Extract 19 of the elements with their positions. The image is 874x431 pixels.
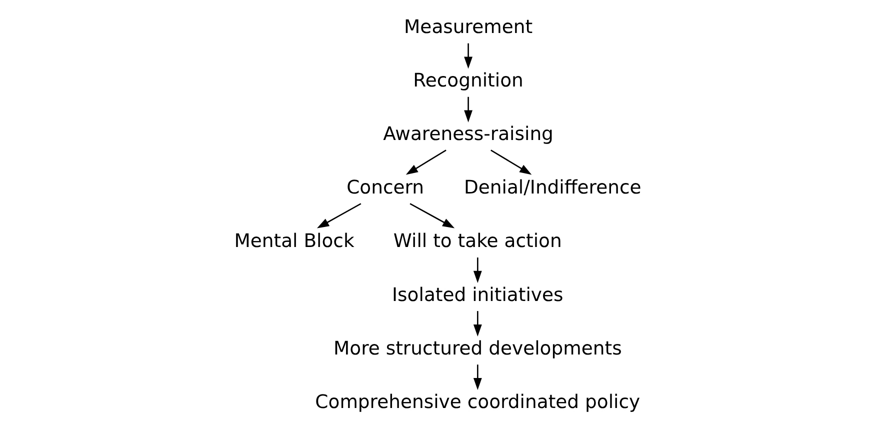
node-text: Concern [346, 178, 424, 199]
arrow [472, 258, 482, 283]
arrow [409, 203, 454, 228]
node-text: Recognition [412, 70, 523, 92]
arrow [472, 311, 482, 337]
node-text: Comprehensive coordinated policy [314, 392, 640, 413]
arrow [490, 150, 532, 175]
node-text: More structured developments [332, 338, 622, 360]
arrow [405, 150, 446, 175]
arrow [316, 203, 361, 228]
node-text: Isolated initiatives [392, 284, 563, 306]
node-text: Mental Block [234, 231, 354, 252]
arrow [472, 364, 482, 390]
node-text: Awareness-raising [382, 124, 553, 146]
node-text: Measurement [404, 17, 532, 38]
node-text: Will to take action [392, 231, 562, 252]
arrow [464, 43, 472, 69]
node-text: Denial/Indifference [463, 178, 641, 199]
arrow [464, 96, 472, 122]
